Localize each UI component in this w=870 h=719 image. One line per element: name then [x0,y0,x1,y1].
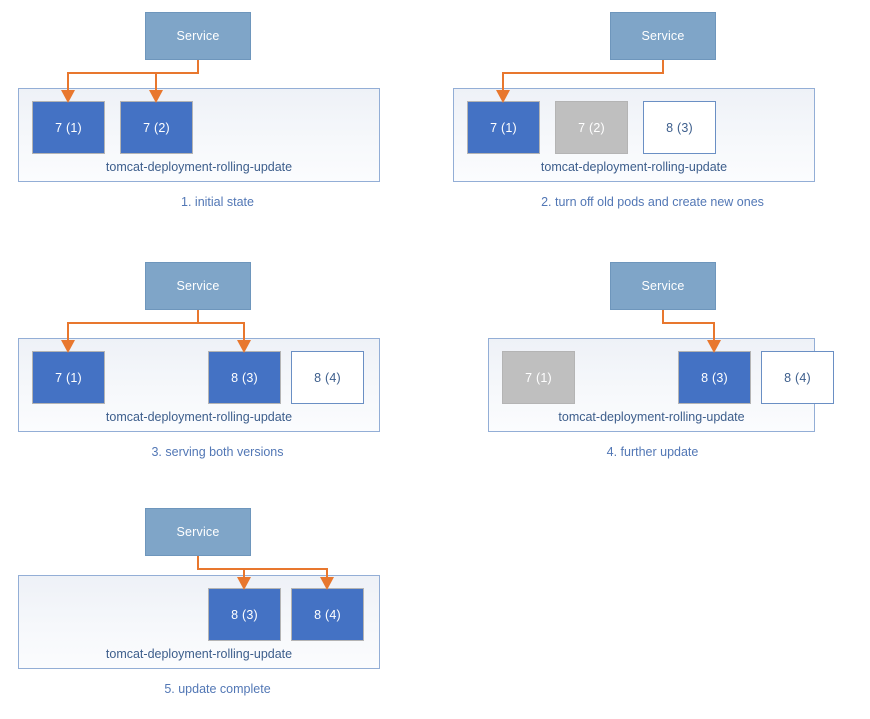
pod-7-1[interactable]: 7 (1) [32,351,105,404]
pod-8-3[interactable]: 8 (3) [208,351,281,404]
pod-7-1[interactable]: 7 (1) [32,101,105,154]
pod-8-4[interactable]: 8 (4) [761,351,834,404]
deployment-label: tomcat-deployment-rolling-update [105,160,293,174]
panel-serving-both-versions: Service tomcat-deployment-rolling-update… [0,240,435,479]
panel-caption: 2. turn off old pods and create new ones [541,195,764,209]
pod-8-3[interactable]: 8 (3) [643,101,716,154]
deployment-label: tomcat-deployment-rolling-update [540,160,728,174]
service-box: Service [145,262,251,310]
panel-caption: 4. further update [606,445,699,459]
panel-caption: 3. serving both versions [151,445,284,459]
panel-caption: 1. initial state [181,195,254,209]
service-box: Service [610,12,716,60]
pod-8-4[interactable]: 8 (4) [291,351,364,404]
service-box: Service [145,508,251,556]
deployment-label: tomcat-deployment-rolling-update [105,410,293,424]
service-box: Service [145,12,251,60]
deployment-label: tomcat-deployment-rolling-update [105,647,293,661]
pod-8-3[interactable]: 8 (3) [678,351,751,404]
service-box: Service [610,262,716,310]
deployment-label: tomcat-deployment-rolling-update [558,410,745,424]
panel-turn-off-old-pods: Service tomcat-deployment-rolling-update… [435,0,870,239]
pod-7-2[interactable]: 7 (2) [120,101,193,154]
panel-update-complete: Service tomcat-deployment-rolling-update… [0,480,435,719]
pod-7-1[interactable]: 7 (1) [502,351,575,404]
pod-7-1[interactable]: 7 (1) [467,101,540,154]
pod-8-3[interactable]: 8 (3) [208,588,281,641]
panel-further-update: Service tomcat-deployment-rolling-update… [435,240,870,479]
panel-initial-state: Service tomcat-deployment-rolling-update… [0,0,435,239]
pod-8-4[interactable]: 8 (4) [291,588,364,641]
panel-caption: 5. update complete [164,682,271,696]
pod-7-2[interactable]: 7 (2) [555,101,628,154]
